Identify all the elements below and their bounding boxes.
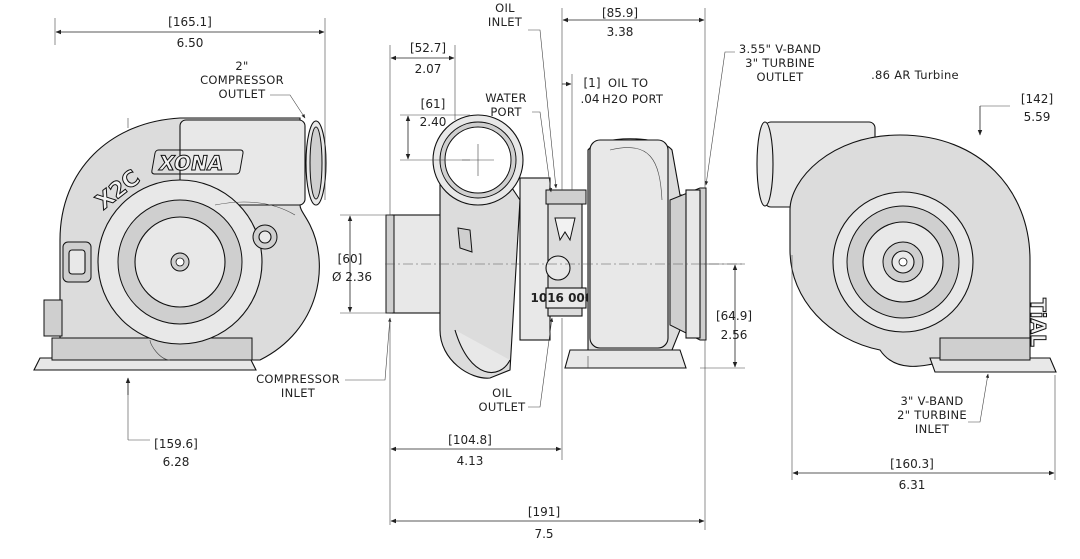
svg-text:[85.9]: [85.9] [602, 6, 638, 20]
callout-compressor-inlet: COMPRESSOR INLET [256, 317, 392, 400]
callout-oil-outlet: OIL OUTLET [479, 317, 554, 414]
svg-text:[60]: [60] [338, 252, 363, 266]
svg-text:3.55" V-BAND: 3.55" V-BAND [739, 42, 821, 56]
svg-text:4.13: 4.13 [457, 454, 484, 468]
svg-text:3" V-BAND: 3" V-BAND [900, 394, 963, 408]
svg-text:XONA: XONA [157, 151, 225, 175]
callout-water-port: WATER PORT [485, 91, 553, 193]
callout-vband-outlet: 3.55" V-BAND 3" TURBINE OUTLET [704, 42, 821, 186]
svg-text:.04: .04 [580, 92, 599, 106]
dim-left-width: [165.1] 6.50 [54, 15, 326, 200]
svg-text:OUTLET: OUTLET [757, 70, 805, 84]
turbine-rear-view [756, 121, 1057, 373]
svg-text:[61]: [61] [421, 97, 446, 111]
svg-text:[191]: [191] [528, 505, 560, 519]
dim-right-width: [160.3] 6.31 [791, 255, 1056, 492]
compressor-front-view [33, 117, 327, 371]
dim-right-height: [142] 5.59 [977, 92, 1053, 136]
xona-logo: XONA [151, 149, 244, 175]
dim-overall-length: [191] 7.5 [390, 340, 706, 541]
dim-inlet-diameter: [60] Ø 2.36 [332, 214, 392, 314]
dim-left-height: [159.6] 6.28 [125, 377, 198, 469]
svg-text:[160.3]: [160.3] [890, 457, 934, 471]
dim-outlet-height: [61] 2.40 [400, 97, 470, 161]
dim-inlet-offset: [52.7] 2.07 [389, 41, 456, 215]
svg-text:6.28: 6.28 [163, 455, 190, 469]
svg-text:[1]: [1] [584, 76, 601, 90]
svg-text:2.40: 2.40 [420, 115, 447, 129]
svg-text:2": 2" [235, 59, 248, 73]
svg-text:[52.7]: [52.7] [410, 41, 446, 55]
svg-text:3.38: 3.38 [607, 25, 634, 39]
tial-logo: TiAL [1026, 298, 1050, 347]
svg-text:COMPRESSOR: COMPRESSOR [256, 372, 340, 386]
dim-turbine-height: [64.9] 2.56 [700, 263, 752, 369]
ar-turbine-label: .86 AR Turbine [871, 68, 959, 82]
svg-text:OIL TO: OIL TO [608, 76, 648, 90]
svg-text:Ø 2.36: Ø 2.36 [332, 270, 372, 284]
dim-turbine-offset: [85.9] 3.38 [561, 6, 706, 190]
svg-text:OUTLET: OUTLET [479, 400, 527, 414]
svg-text:COMPRESSOR: COMPRESSOR [200, 73, 284, 87]
callout-compressor-outlet: 2" COMPRESSOR OUTLET [127, 59, 306, 128]
svg-text:OUTLET: OUTLET [219, 87, 267, 101]
svg-text:3" TURBINE: 3" TURBINE [745, 56, 815, 70]
turbo-side-view: 1016 0001 [385, 114, 707, 379]
svg-text:OIL: OIL [492, 386, 512, 400]
part-number: 1016 0001 [531, 291, 602, 305]
svg-text:6.31: 6.31 [899, 478, 926, 492]
svg-text:[142]: [142] [1021, 92, 1053, 106]
svg-text:INLET: INLET [488, 15, 523, 29]
svg-text:2" TURBINE: 2" TURBINE [897, 408, 967, 422]
svg-text:6.50: 6.50 [177, 36, 204, 50]
wing-logo [554, 217, 576, 242]
svg-text:[165.1]: [165.1] [168, 15, 212, 29]
svg-text:OIL: OIL [495, 1, 515, 15]
svg-text:INLET: INLET [915, 422, 950, 436]
dim-center-to-flange: [104.8] 4.13 [389, 318, 563, 525]
svg-text:H2O PORT: H2O PORT [602, 92, 664, 106]
svg-text:PORT: PORT [490, 105, 522, 119]
svg-text:2.07: 2.07 [415, 62, 442, 76]
svg-text:[104.8]: [104.8] [448, 433, 492, 447]
svg-text:7.5: 7.5 [534, 527, 553, 541]
callout-oil-to-h2o: [1] .04 OIL TO H2O PORT [562, 74, 664, 190]
svg-text:[64.9]: [64.9] [716, 309, 752, 323]
svg-text:5.59: 5.59 [1024, 110, 1051, 124]
svg-text:[159.6]: [159.6] [154, 437, 198, 451]
svg-text:2.56: 2.56 [721, 328, 748, 342]
callout-oil-inlet: OIL INLET [488, 1, 558, 189]
svg-text:INLET: INLET [281, 386, 316, 400]
svg-text:WATER: WATER [485, 91, 527, 105]
callout-vband-inlet: 3" V-BAND 2" TURBINE INLET [897, 373, 990, 436]
